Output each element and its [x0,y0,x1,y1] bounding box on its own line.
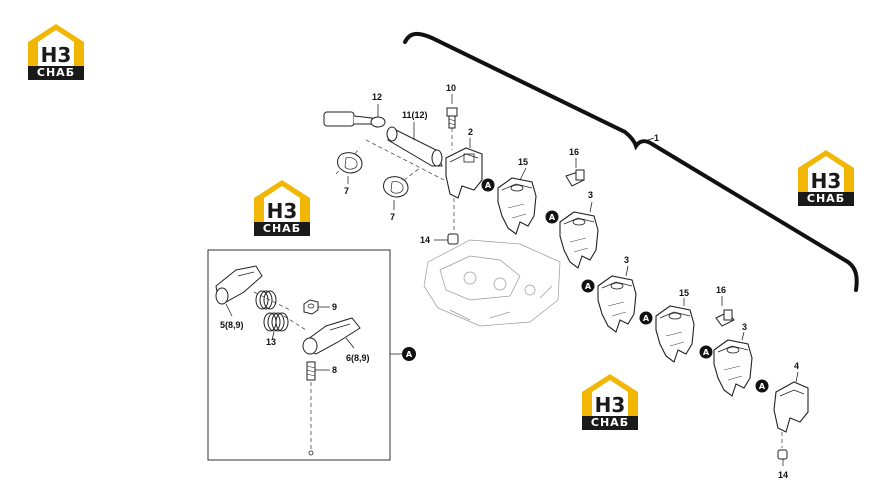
part-6-rocker-arm [302,317,361,355]
svg-text:H3: H3 [595,393,626,417]
svg-text:A: A [485,181,492,190]
part-12-sensor [323,111,386,128]
part-10-bolt [446,107,458,129]
cylinder-head [423,239,561,327]
svg-text:H3: H3 [267,199,298,223]
watermark-logo-mid-left: H3 СНАБ [250,178,314,238]
callout-2: 2 [468,127,473,137]
part-14-plug-lower [777,449,788,460]
marker-a-inset: A [402,347,416,361]
svg-text:A: A [703,348,710,357]
callout-14b: 14 [778,470,788,480]
watermark-logo-right: H3 СНАБ [794,148,858,208]
callout-9: 9 [332,302,337,312]
logo-brand-text: СНАБ [582,416,638,430]
part-15-housing-a [497,177,537,235]
house-logo-icon: H3 [28,24,84,67]
callout-15a: 15 [518,157,528,167]
marker-a-4: A [639,311,653,325]
callout-12: 12 [372,92,382,102]
house-logo-icon: H3 [254,180,310,223]
svg-text:A: A [585,282,592,291]
part-15-housing-b [655,305,695,363]
callout-1: 1 [654,133,659,143]
part-3-housing-a [559,211,599,269]
part-9-nut [303,299,319,315]
svg-text:H3: H3 [811,169,842,193]
callout-16b: 16 [716,285,726,295]
callout-14a: 14 [420,235,430,245]
callout-5: 5(8,9) [220,320,244,330]
svg-text:A: A [549,213,556,222]
part-11-shaft [386,126,443,167]
callout-3a: 3 [588,190,593,200]
marker-a-3: A [581,279,595,293]
marker-a-2: A [545,210,559,224]
marker-a-1: A [481,178,495,192]
part-7-gasket-a [337,152,363,174]
house-logo-icon: H3 [582,374,638,417]
svg-text:A: A [759,382,766,391]
assembly-brace [403,31,859,292]
part-2-bracket [445,147,483,199]
part-8-adjuster-screw [306,361,316,381]
part-3-housing-c [713,339,753,397]
callout-15b: 15 [679,288,689,298]
watermark-logo-bottom: H3 СНАБ [578,372,642,432]
part-13-spring [263,312,289,332]
part-16-sensor-a [565,169,585,187]
svg-text:H3: H3 [41,43,72,67]
callout-4: 4 [794,361,799,371]
house-logo-icon: H3 [798,150,854,193]
callout-3c: 3 [742,322,747,332]
part-3-housing-b [597,275,637,333]
callout-13: 13 [266,337,276,347]
logo-brand-text: СНАБ [28,66,84,80]
callout-7b: 7 [390,212,395,222]
callout-8: 8 [332,365,337,375]
part-7-gasket-b [383,176,409,198]
part-14-plug-upper [447,233,459,245]
part-4-end-housing [773,381,809,433]
watermark-logo-top-left: H3 СНАБ [24,22,88,82]
callout-7a: 7 [344,186,349,196]
logo-brand-text: СНАБ [254,222,310,236]
callout-10: 10 [446,83,456,93]
part-spring-washer [255,290,277,310]
marker-a-6: A [755,379,769,393]
part-16-sensor-b [715,309,735,327]
callout-6: 6(8,9) [346,353,370,363]
callout-3b: 3 [624,255,629,265]
callout-11: 11(12) [402,110,428,120]
logo-brand-text: СНАБ [798,192,854,206]
callout-16a: 16 [569,147,579,157]
svg-text:A: A [406,350,413,359]
part-5-rocker-arm [215,265,263,305]
marker-a-5: A [699,345,713,359]
svg-text:A: A [643,314,650,323]
